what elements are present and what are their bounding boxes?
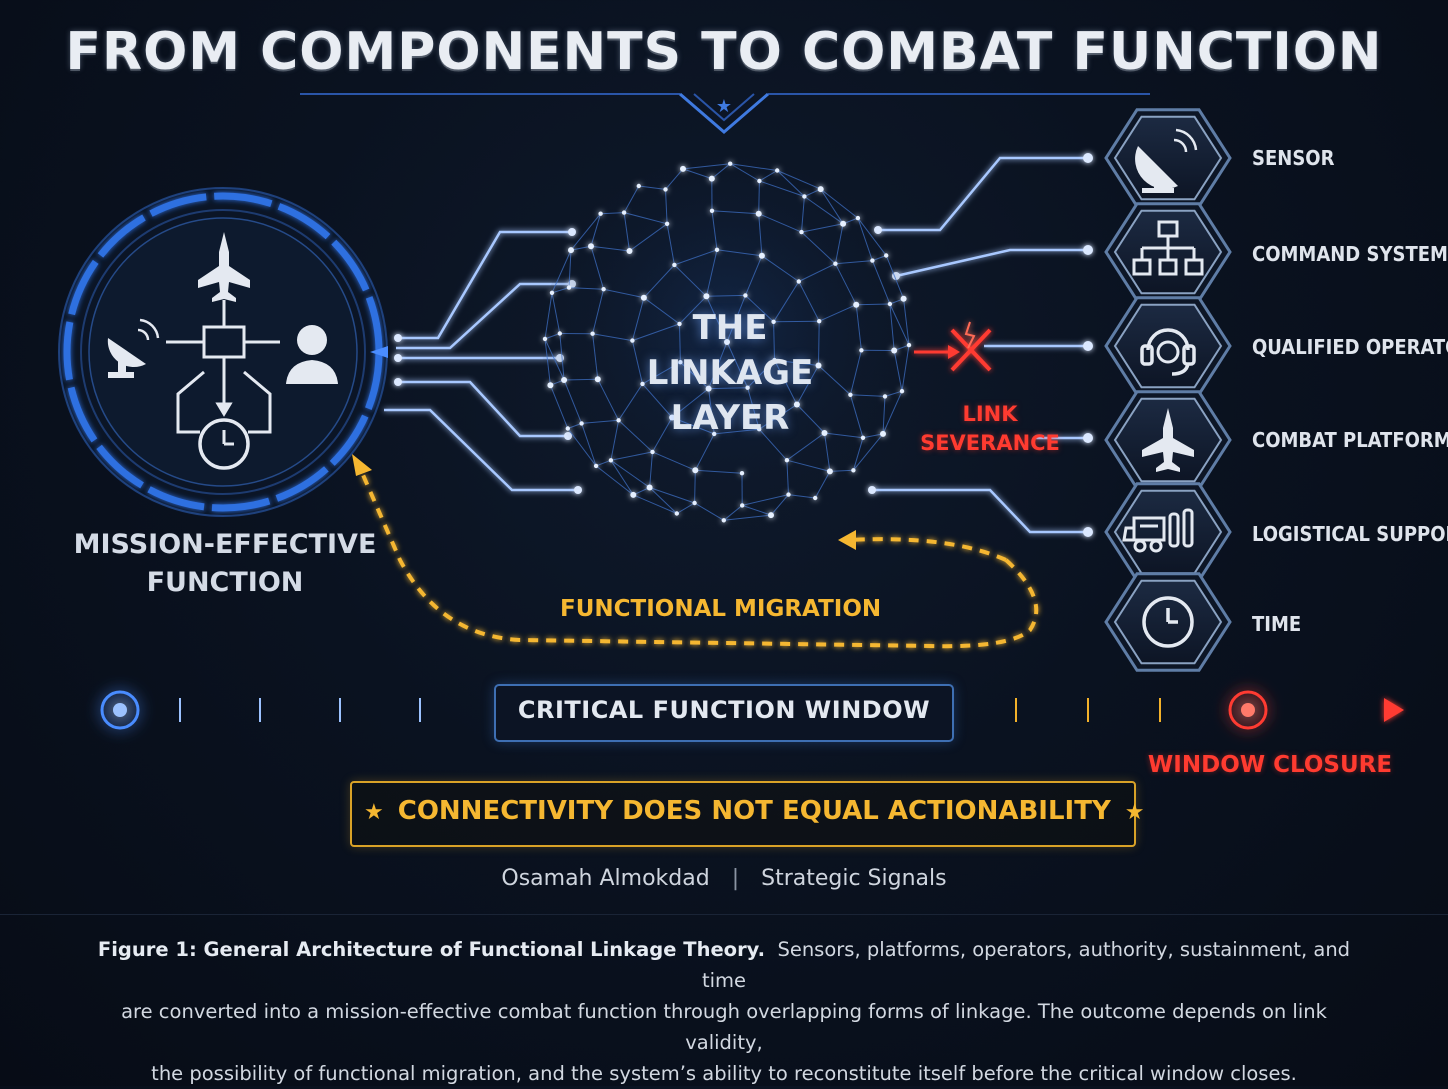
credit-separator: | bbox=[732, 866, 739, 891]
star-icon: ★ bbox=[1125, 800, 1145, 825]
publication-name: Strategic Signals bbox=[761, 866, 947, 891]
window-closure-label: WINDOW CLOSURE bbox=[1140, 752, 1400, 778]
caption-divider bbox=[0, 914, 1448, 915]
credit-line: Osamah Almokdad | Strategic Signals bbox=[0, 866, 1448, 891]
star-icon: ★ bbox=[364, 800, 384, 825]
component-label-sensor: SENSOR bbox=[1252, 146, 1334, 170]
key-message: ★CONNECTIVITY DOES NOT EQUAL ACTIONABILI… bbox=[350, 796, 1136, 826]
component-label-logistical-support: LOGISTICAL SUPPORT bbox=[1252, 522, 1448, 546]
core-label: THE LINKAGE LAYER bbox=[600, 306, 860, 441]
title-chevron-ornament: ★ bbox=[300, 94, 1150, 132]
svg-text:★: ★ bbox=[716, 96, 732, 117]
link-severance-label: LINK SEVERANCE bbox=[910, 400, 1070, 458]
component-label-combat-platform: COMBAT PLATFORM bbox=[1252, 428, 1448, 452]
critical-window-label: CRITICAL FUNCTION WINDOW bbox=[494, 696, 954, 724]
component-hex-satellite-dish-icon bbox=[1106, 110, 1230, 207]
component-hex-org-chart-icon bbox=[1106, 204, 1230, 301]
component-label-time: TIME bbox=[1252, 612, 1301, 636]
component-label-qualified-operator: QUALIFIED OPERATOR bbox=[1252, 335, 1448, 359]
component-label-command-system: COMMAND SYSTEM bbox=[1252, 242, 1448, 266]
figure-caption: Figure 1: General Architecture of Functi… bbox=[90, 934, 1358, 1089]
component-hex-headset-icon bbox=[1106, 298, 1230, 395]
component-hex-fighter-jet-icon bbox=[1106, 392, 1230, 489]
component-hex-supply-truck-icon bbox=[1106, 484, 1230, 581]
mission-function-label: MISSION-EFFECTIVE FUNCTION bbox=[40, 526, 410, 602]
component-hex-clock-icon bbox=[1106, 574, 1230, 671]
functional-migration-label: FUNCTIONAL MIGRATION bbox=[560, 596, 880, 622]
link-severance-marker bbox=[914, 322, 990, 370]
author-name: Osamah Almokdad bbox=[501, 866, 709, 891]
component-hexagons bbox=[1106, 110, 1230, 671]
caption-lead: Figure 1: General Architecture of Functi… bbox=[98, 938, 765, 961]
